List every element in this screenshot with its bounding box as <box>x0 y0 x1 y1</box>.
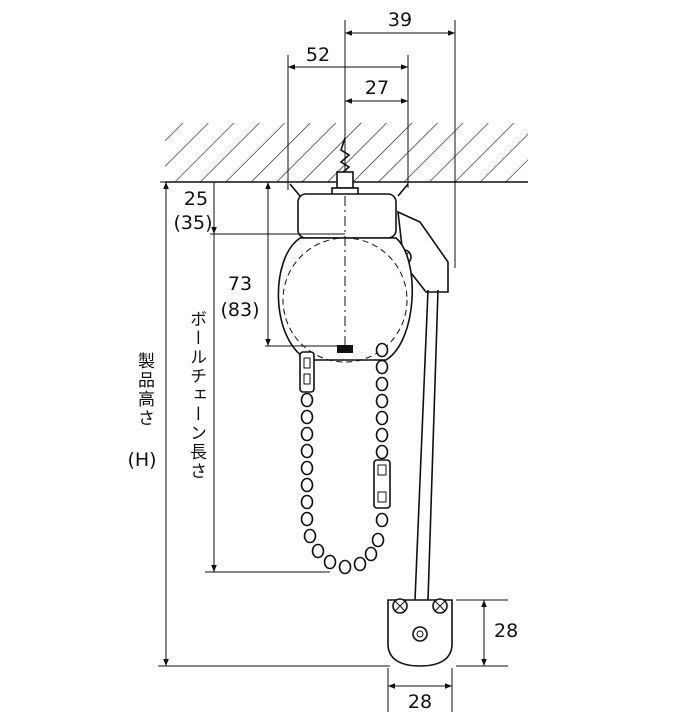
roller-drum <box>277 196 414 363</box>
product-height-symbol: (H) <box>127 449 156 471</box>
product-height-dimension <box>158 182 390 667</box>
chain-bead <box>300 392 314 408</box>
chain-bead <box>300 511 314 527</box>
chain-length-dimension <box>205 234 330 573</box>
chain-bead <box>300 409 314 425</box>
chain-bead <box>300 426 314 442</box>
dim-73: 73 <box>228 273 252 295</box>
chain-bead <box>375 410 389 426</box>
chain-bead <box>353 556 367 572</box>
chain-bead <box>303 528 317 544</box>
ball-chain-length-label: ボールチェーン長さ <box>186 310 207 481</box>
cord <box>414 289 439 601</box>
dim-83: (83) <box>220 299 259 321</box>
chain-bead <box>375 427 389 443</box>
chain-bead <box>375 376 389 392</box>
bottom-weight <box>387 598 453 667</box>
dim-27: 27 <box>365 77 389 99</box>
bottom-dimensions <box>387 599 508 712</box>
chain-bead <box>371 532 385 548</box>
dim-bottom-width-28: 28 <box>408 691 432 713</box>
chain-bead <box>375 444 389 460</box>
side-dimensions <box>160 181 345 347</box>
chain-bead <box>300 443 314 459</box>
chain-bead <box>375 512 389 528</box>
chain-bead <box>323 554 337 570</box>
chain-bead <box>300 494 314 510</box>
chain-bead <box>375 342 389 358</box>
product-height-label: 製品高さ <box>134 352 155 428</box>
dim-39: 39 <box>388 9 412 31</box>
dim-35: (35) <box>173 212 212 234</box>
dim-52: 52 <box>306 44 330 66</box>
ball-chain <box>300 342 389 575</box>
chain-bead <box>300 460 314 476</box>
chain-bead <box>364 546 378 562</box>
dim-bottom-height-28: 28 <box>494 620 518 642</box>
chain-bead <box>375 359 389 375</box>
chain-connectors <box>299 351 391 509</box>
chain-bead <box>375 393 389 409</box>
dim-25: 25 <box>184 188 208 210</box>
chain-bead <box>300 477 314 493</box>
chain-bead <box>338 559 352 575</box>
chain-bead <box>311 543 325 559</box>
top-dimensions <box>287 20 456 268</box>
